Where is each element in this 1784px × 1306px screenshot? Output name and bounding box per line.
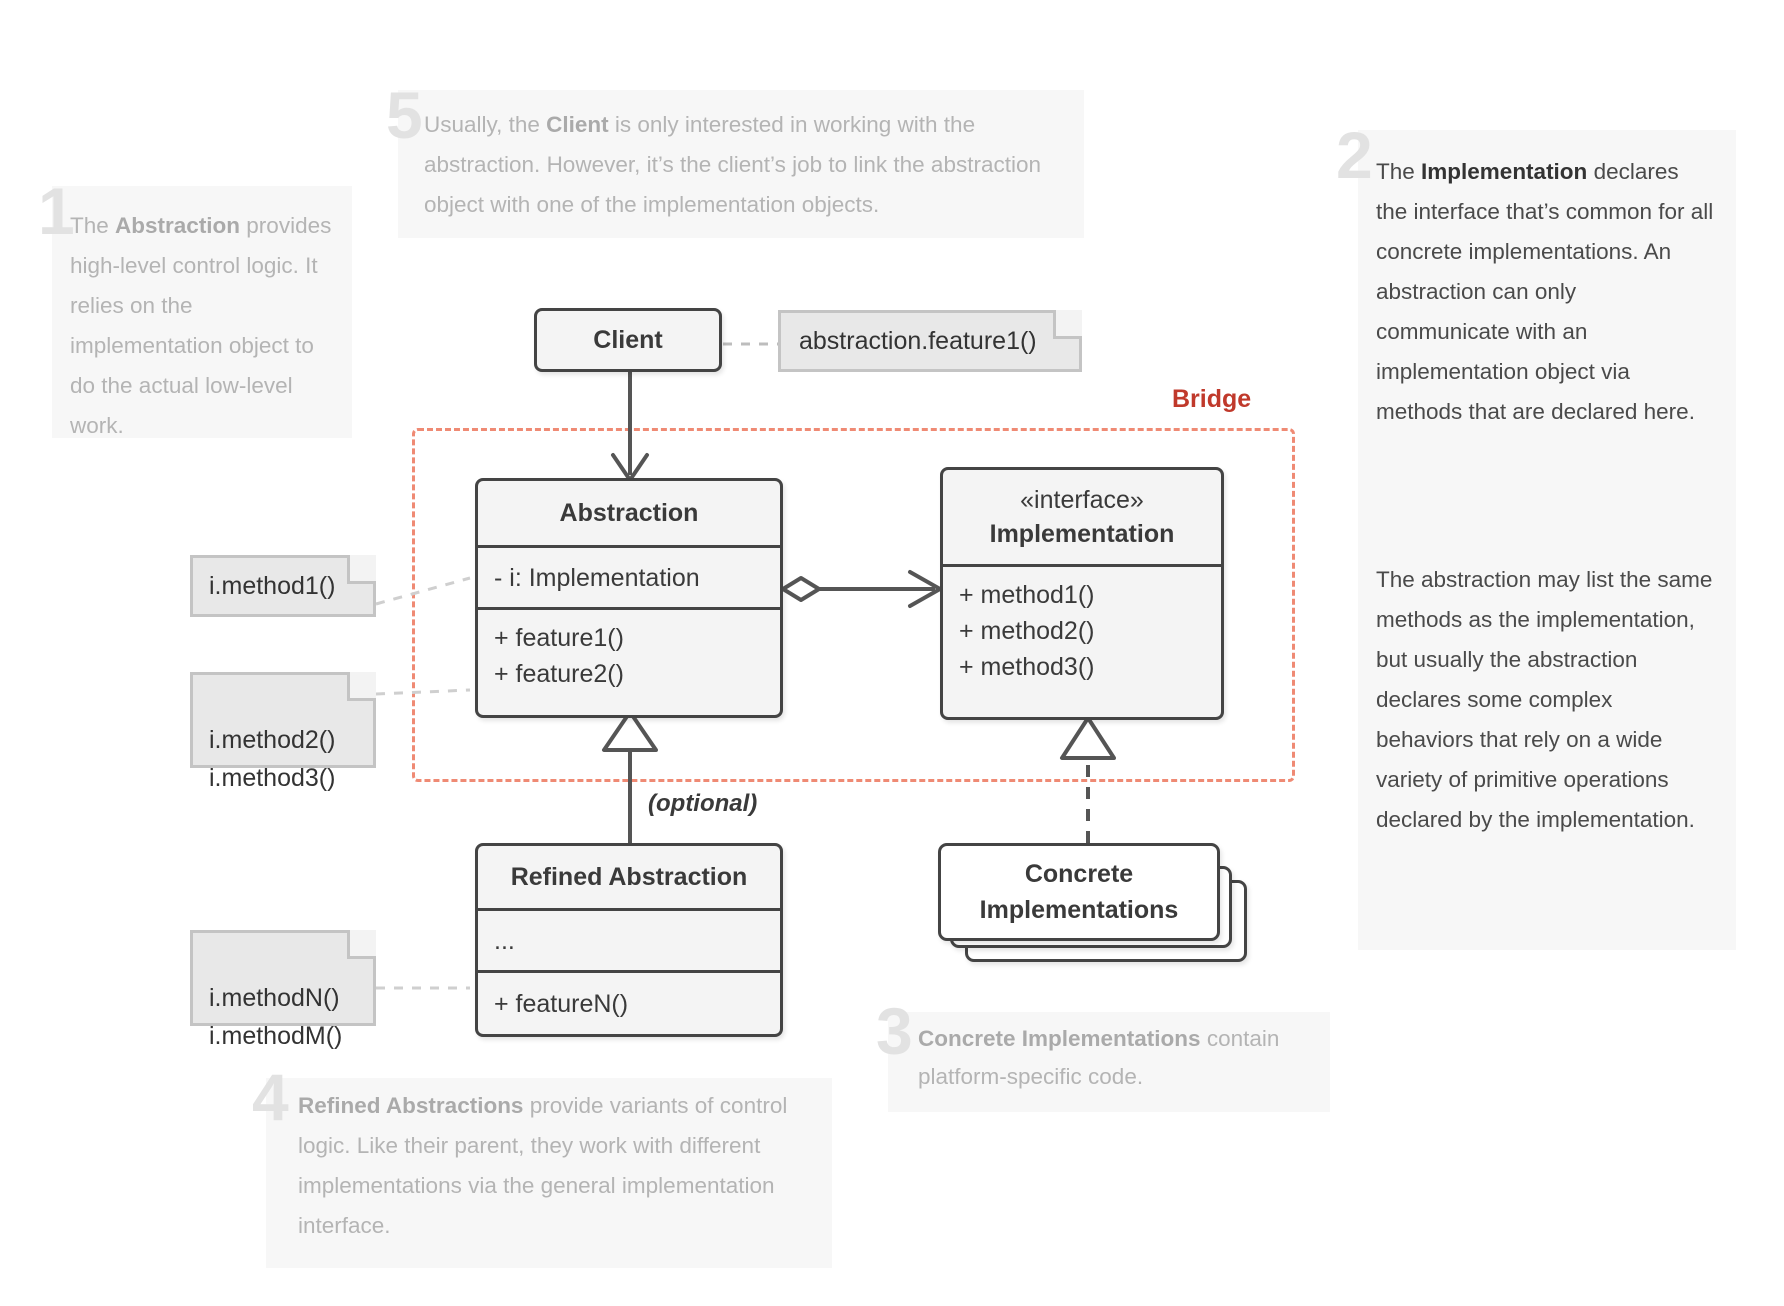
callout-1-part-2: provides high-level control logic. It re… <box>70 213 332 438</box>
concrete-implementations-box[interactable]: Concrete Implementations <box>938 843 1220 941</box>
callout-5-number: 5 <box>386 78 423 152</box>
callout-1-part-1: Abstraction <box>115 213 241 238</box>
abstraction-method-0: + feature1() <box>494 624 624 652</box>
callout-2-p1-part-1: Implementation <box>1421 159 1588 184</box>
callout-5: 5 Usually, the Client is only interested… <box>386 82 1084 238</box>
implementation-method-0: + method1() <box>959 581 1095 609</box>
callout-1-number: 1 <box>38 174 75 248</box>
callout-2-p1-part-0: The <box>1376 159 1422 184</box>
callout-3-part-1: contain platform-specific code. <box>918 1026 1280 1089</box>
callout-5-part-1: Client <box>546 112 609 137</box>
implementation-method-2: + method3() <box>959 653 1095 681</box>
abstraction-methods: + feature1() + feature2() <box>478 607 780 702</box>
callout-4-number: 4 <box>252 1060 289 1134</box>
callout-2-paragraph-2: The abstraction may list the same method… <box>1376 567 1713 832</box>
abstraction-title: Abstraction <box>559 499 699 527</box>
callout-2-p1-part-2: declares the interface that’s common for… <box>1376 159 1714 424</box>
note-fold-corner-icon <box>347 555 376 584</box>
callout-5-part-0: Usually, the <box>424 112 547 137</box>
implementation-title: Implementation <box>989 520 1175 548</box>
note-client-call: abstraction.feature1() <box>778 310 1082 372</box>
uml-class-refined-abstraction[interactable]: Refined Abstraction ... + featureN() <box>475 843 783 1037</box>
abstraction-field-0: - i: Implementation <box>494 563 700 592</box>
note-methodnm-text: i.methodN() i.methodM() <box>209 984 343 1050</box>
implementation-methods: + method1() + method2() + method3() <box>943 564 1221 695</box>
callout-2: 2 The Implementation declares the interf… <box>1336 122 1736 950</box>
callout-4-part-1: provide variants of control logic. Like … <box>298 1093 788 1238</box>
note-method23: i.method2() i.method3() <box>190 672 376 792</box>
refined-abstraction-fields: ... <box>478 908 780 970</box>
uml-interface-implementation[interactable]: «interface» Implementation + method1() +… <box>940 467 1224 720</box>
refined-abstraction-field-0: ... <box>494 926 515 955</box>
concrete-implementations-line-2: Implementations <box>979 896 1179 924</box>
callout-2-paragraph-1: The Implementation declares the interfac… <box>1376 152 1716 432</box>
callout-4-text: Refined Abstractions provide variants of… <box>298 1086 808 1246</box>
uml-class-abstraction[interactable]: Abstraction - i: Implementation + featur… <box>475 478 783 718</box>
abstraction-fields: - i: Implementation <box>478 545 780 607</box>
callout-4-part-0: Refined Abstractions <box>298 1093 524 1118</box>
bridge-label: Bridge <box>1172 385 1252 413</box>
callout-2-number: 2 <box>1336 118 1373 192</box>
client-title: Client <box>593 326 663 354</box>
implementation-header: «interface» Implementation <box>943 470 1221 564</box>
note-fold-corner-icon <box>347 672 376 701</box>
note-method23-text: i.method2() i.method3() <box>209 726 336 792</box>
callout-5-part-2: is only interested in working with the a… <box>424 112 1041 217</box>
callout-3-text: Concrete Implementations contain platfor… <box>918 1020 1318 1096</box>
implementation-method-1: + method2() <box>959 617 1095 645</box>
implementation-stereotype: «interface» <box>1020 486 1144 514</box>
callout-1-text: The Abstraction provides high-level cont… <box>70 206 340 446</box>
callout-3-number: 3 <box>876 994 913 1068</box>
refined-abstraction-methods: + featureN() <box>478 970 780 1034</box>
concrete-implementations-line-1: Concrete <box>1024 860 1134 888</box>
callout-5-text: Usually, the Client is only interested i… <box>424 105 1056 225</box>
callout-1-part-0: The <box>70 213 116 238</box>
callout-1: 1 The Abstraction provides high-level co… <box>38 178 352 438</box>
callout-3-part-0: Concrete Implementations <box>918 1026 1201 1051</box>
note-fold-corner-icon <box>1053 310 1082 339</box>
note-method1-text: i.method1() <box>209 572 336 600</box>
callout-4: 4 Refined Abstractions provide variants … <box>252 1064 832 1268</box>
uml-class-client[interactable]: Client <box>534 308 722 372</box>
note-client-call-text: abstraction.feature1() <box>799 327 1037 355</box>
note-fold-corner-icon <box>347 930 376 959</box>
refined-abstraction-method-0: + featureN() <box>494 989 629 1018</box>
callout-3: 3 Concrete Implementations contain platf… <box>876 998 1330 1112</box>
refined-abstraction-title: Refined Abstraction <box>510 863 748 891</box>
optional-label: (optional) <box>648 790 758 817</box>
note-methodnm: i.methodN() i.methodM() <box>190 930 376 1050</box>
note-method1: i.method1() <box>190 555 376 617</box>
abstraction-method-1: + feature2() <box>494 660 624 688</box>
